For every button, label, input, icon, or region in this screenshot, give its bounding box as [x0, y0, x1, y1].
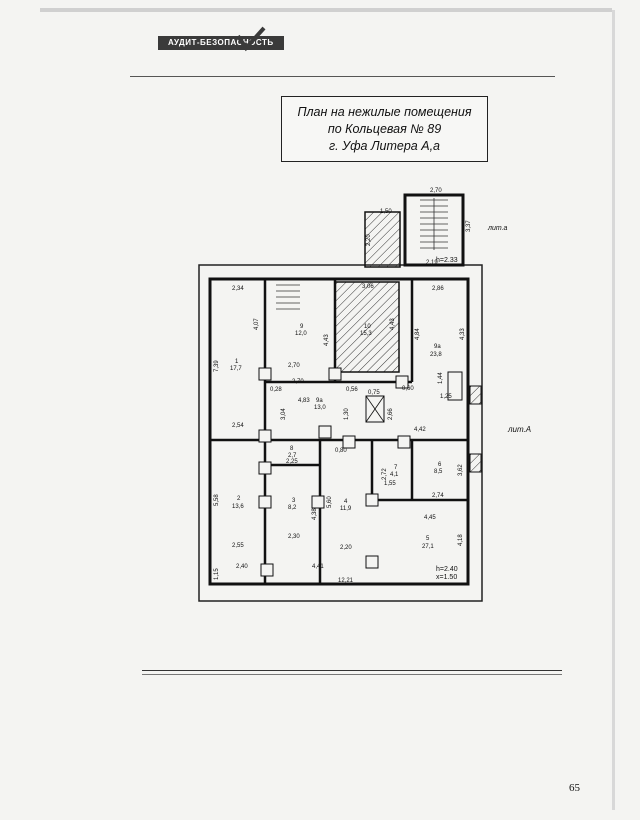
room-area: 23,8	[430, 352, 442, 358]
outer-boundary	[198, 264, 483, 602]
side-annex-1	[469, 385, 482, 405]
room-number: 9а	[316, 398, 323, 404]
dim-label: 2,72	[382, 468, 388, 480]
dim-label: 2,70	[288, 363, 300, 369]
dim-label: 2,70	[430, 188, 442, 194]
room-area: 4,1	[390, 472, 399, 478]
title-line-1: План на нежилые помещения	[297, 104, 472, 119]
room-area: 12,0	[295, 331, 307, 337]
dim-label: 2,66	[388, 408, 394, 420]
room-number: 5	[426, 536, 430, 542]
dim-label: 2,25	[286, 459, 298, 465]
dim-label: 4,45	[424, 515, 436, 521]
dim-label: 1,25	[440, 394, 452, 400]
check-mark-icon	[236, 26, 266, 52]
dim-label: 7,39	[214, 360, 220, 372]
dim-label: 4,84	[415, 328, 421, 340]
room-number: 10	[364, 324, 371, 330]
room-area: 17,7	[230, 366, 242, 372]
title-line-2: по Кольцевая № 89	[327, 121, 442, 136]
title-line-3: г. Уфа Литера А,а	[329, 138, 440, 153]
dim-label: 4,41	[312, 564, 324, 570]
dim-label: 0,28	[270, 387, 282, 393]
dim-label: 4,07	[254, 318, 260, 330]
stair-annex	[403, 193, 465, 267]
dim-label: 3,37	[466, 220, 472, 232]
dim-label: 0,60	[402, 386, 414, 392]
room-number: 9	[300, 324, 304, 330]
door-openings	[258, 367, 411, 577]
scan-edge-right	[612, 10, 615, 810]
scan-edge	[40, 8, 612, 12]
room-area: 27,1	[422, 544, 434, 550]
dim-label: 2,70	[292, 379, 304, 385]
dim-label: 2,30	[288, 534, 300, 540]
lit-a-small: лит.а	[487, 225, 508, 232]
dim-label: 2,20	[340, 545, 352, 551]
annex-hatched	[364, 211, 401, 268]
room-area: 8,2	[288, 505, 297, 511]
header-rule	[130, 76, 555, 77]
dim-label: 1,15	[214, 568, 220, 580]
room-number: 9а	[434, 344, 441, 350]
height-label: h=2.33	[436, 257, 458, 264]
vent-shaft	[365, 395, 385, 423]
dim-label: 2,19	[426, 260, 438, 266]
room-area: 11,9	[340, 506, 352, 512]
plan-title-box: План на нежилые помещения по Кольцевая №…	[281, 96, 488, 162]
room-number: 8	[290, 446, 294, 452]
dim-label: 2,20	[366, 234, 372, 246]
room-area: 13,6	[232, 504, 244, 510]
dim-label: 4,83	[298, 398, 310, 404]
dim-label: 5,60	[327, 496, 333, 508]
dim-label: 2,34	[232, 286, 244, 292]
room-number: 4	[344, 499, 348, 505]
dim-label: 3,04	[281, 408, 287, 420]
dim-label: 2,40	[236, 564, 248, 570]
bathtub	[447, 371, 463, 401]
room-number: 1	[235, 359, 239, 365]
side-annex-2	[469, 453, 482, 473]
x-label: x=1.50	[436, 574, 457, 581]
dim-label: 1,30	[344, 408, 350, 420]
dim-label: 1,44	[438, 372, 444, 384]
dim-label: 1,50	[380, 209, 392, 215]
dim-label: 3,62	[458, 464, 464, 476]
dim-label: 4,42	[414, 427, 426, 433]
stair-steps	[420, 198, 448, 250]
room-area: 2,7	[288, 453, 297, 459]
dim-label: 2,54	[232, 423, 244, 429]
room-number: 3	[292, 498, 296, 504]
room-area: 15,3	[360, 331, 372, 337]
room-number: 2	[237, 496, 241, 502]
dim-label: 4,38	[312, 508, 318, 520]
dim-label: 4,33	[460, 328, 466, 340]
dim-label: 2,55	[232, 543, 244, 549]
height-label: h=2.40	[436, 566, 458, 573]
dim-label: 0,75	[368, 390, 380, 396]
dim-label: 3,06	[362, 284, 374, 290]
dim-label: 0,80	[335, 448, 347, 454]
dim-label: 0,56	[346, 387, 358, 393]
page-number: 65	[569, 782, 580, 794]
dim-label: 2,74	[432, 493, 444, 499]
footer-rule	[142, 670, 562, 671]
lit-a-big: лит.А	[507, 425, 531, 434]
footer-rule-2	[142, 674, 562, 675]
dim-label: 4,43	[390, 318, 396, 330]
dim-label: 1,55	[384, 481, 396, 487]
dim-label: 5,58	[214, 494, 220, 506]
room-area: 8,5	[434, 469, 443, 475]
dim-label: 4,43	[324, 334, 330, 346]
building-walls	[208, 277, 470, 586]
dim-label: 12,21	[338, 578, 354, 584]
room-area: 13,0	[314, 405, 326, 411]
dim-label: 4,18	[458, 534, 464, 546]
room-number: 7	[394, 465, 398, 471]
interior-walls	[210, 279, 468, 584]
stair-room-9	[276, 284, 300, 310]
room-number: 6	[438, 462, 442, 468]
dim-label: 2,86	[432, 286, 444, 292]
